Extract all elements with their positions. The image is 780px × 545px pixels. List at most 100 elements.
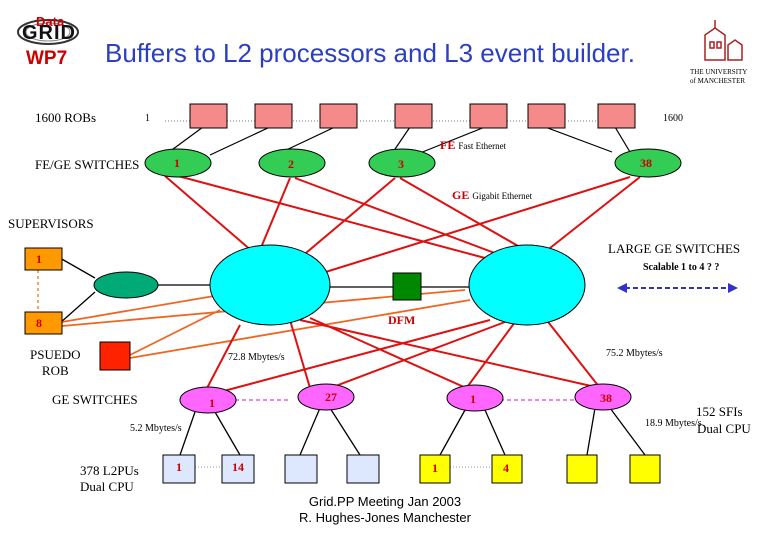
label-sw-1: 1	[174, 156, 180, 170]
l2pu-box[interactable]	[162, 454, 196, 484]
fe-ge-switch-3[interactable]	[368, 148, 436, 178]
sfi-box[interactable]	[566, 454, 598, 484]
large-ge-switch-left[interactable]	[209, 244, 331, 326]
large-ge-switch-right[interactable]	[468, 244, 586, 326]
l2pu-boxes	[162, 454, 380, 484]
rob-boxes	[189, 103, 636, 129]
ge-switch-38[interactable]	[574, 383, 632, 411]
supervisor-box-1[interactable]	[24, 247, 63, 271]
footer: Grid.PP Meeting Jan 2003 R. Hughes-Jones…	[285, 494, 485, 526]
label-supervisors: SUPERVISORS	[8, 216, 94, 231]
fe-ge-switch-2[interactable]	[258, 148, 326, 178]
datagrid-top-text: Data	[36, 14, 65, 29]
label-ge-sw-38: 38	[600, 391, 612, 405]
label-robs: 1600 ROBs	[35, 110, 97, 125]
psuedo-rob-box[interactable]	[99, 341, 131, 371]
label-rate-sfi: 18.9 Mbytes/s	[645, 418, 702, 429]
rob-box[interactable]	[597, 103, 636, 129]
red-link	[299, 319, 601, 389]
footer-line-2: R. Hughes-Jones Manchester	[299, 510, 471, 525]
node-link	[179, 411, 196, 456]
l2pu-box[interactable]	[221, 454, 255, 484]
label-sw-2: 2	[288, 157, 294, 171]
datagrid-main-text: GRID	[22, 22, 76, 44]
label-sup-1: 1	[36, 252, 42, 266]
label-sw-3: 3	[398, 157, 404, 171]
label-rate-left: 72.8 Mbytes/s	[228, 352, 285, 363]
label-dfm: DFM	[388, 313, 416, 327]
dfm-box[interactable]	[392, 272, 422, 301]
label-ge-sw-r1: 1	[470, 392, 476, 406]
supervisor-box-8[interactable]	[24, 311, 63, 335]
sfi-box[interactable]	[629, 454, 661, 484]
university-name: THE UNIVERSITY of MANCHESTER	[690, 68, 747, 86]
fe-ge-switch-38[interactable]	[614, 148, 682, 178]
sfi-boxes	[419, 454, 661, 484]
label-sfis: 152 SFIs	[696, 404, 743, 419]
scalable-arrow	[617, 283, 738, 293]
ge-link	[399, 177, 526, 251]
rob-link	[281, 126, 336, 153]
sup-link	[59, 291, 96, 324]
orange-link	[129, 309, 221, 356]
l2pu-box[interactable]	[346, 454, 380, 484]
red-link	[544, 317, 601, 389]
ge-links	[164, 175, 641, 281]
rob-box[interactable]	[469, 103, 508, 129]
sfi-box[interactable]	[491, 454, 523, 484]
fe-ge-switch-1[interactable]	[144, 148, 212, 178]
rob-box[interactable]	[189, 103, 228, 129]
label-psuedo-rob: PSUEDO ROB	[30, 347, 81, 379]
ge-switch-27[interactable]	[297, 383, 355, 411]
rob-link	[544, 126, 613, 153]
label-sfi-1: 1	[432, 461, 438, 475]
label-rate-right: 75.2 Mbytes/s	[606, 348, 663, 359]
ge-link	[177, 175, 501, 263]
ge-switch-1[interactable]	[179, 386, 237, 414]
supervisor-node[interactable]	[93, 271, 159, 299]
ge-switches	[179, 383, 632, 414]
ge-link	[164, 175, 261, 259]
label-l2-1: 1	[176, 460, 182, 474]
label-sw-38: 38	[640, 156, 652, 170]
node-link	[609, 407, 646, 456]
university-crest-icon	[704, 20, 743, 61]
red-link	[289, 319, 311, 389]
ge-to-node-links	[179, 407, 646, 456]
label-l2-14: 14	[232, 460, 244, 474]
label-fe-short: FE	[440, 138, 456, 152]
red-link	[204, 324, 241, 393]
rob-box[interactable]	[319, 103, 358, 129]
label-rate-small: 5.2 Mbytes/s	[130, 423, 182, 434]
label-rob-last: 1600	[663, 113, 683, 124]
university-line: THE UNIVERSITY	[690, 68, 748, 76]
rob-link	[614, 126, 631, 153]
sfi-box[interactable]	[419, 454, 451, 484]
orange-link	[61, 294, 221, 323]
label-rob-first: 1	[145, 113, 150, 124]
node-link	[329, 407, 361, 456]
label-fe: FE Fast Ethernet	[440, 138, 506, 153]
label-scalable: Scalable 1 to 4 ? ?	[643, 262, 720, 273]
label-fe-long: Fast Ethernet	[458, 141, 507, 151]
rob-box[interactable]	[527, 103, 566, 129]
node-link	[586, 407, 596, 456]
l2pu-box[interactable]	[284, 454, 318, 484]
ge-link	[544, 176, 641, 253]
large-to-ge-links	[204, 317, 601, 393]
large-ge-switches	[209, 244, 586, 326]
ge-link	[259, 177, 291, 251]
label-ge-long: Gigabit Ethernet	[472, 191, 533, 201]
label-l2pu-1: 378 L2PUs	[80, 463, 139, 478]
node-link	[484, 409, 506, 456]
label-ge-short: GE	[452, 188, 470, 202]
label-ge-sw-1: 1	[209, 396, 215, 410]
fe-ge-switches	[144, 148, 682, 178]
rob-box[interactable]	[254, 103, 293, 129]
orange-link	[129, 299, 471, 359]
label-ge-sw-27: 27	[325, 390, 337, 404]
ge-switch-r1[interactable]	[446, 384, 504, 412]
label-ge: GE Gigabit Ethernet	[452, 188, 532, 203]
rob-box[interactable]	[394, 103, 433, 129]
